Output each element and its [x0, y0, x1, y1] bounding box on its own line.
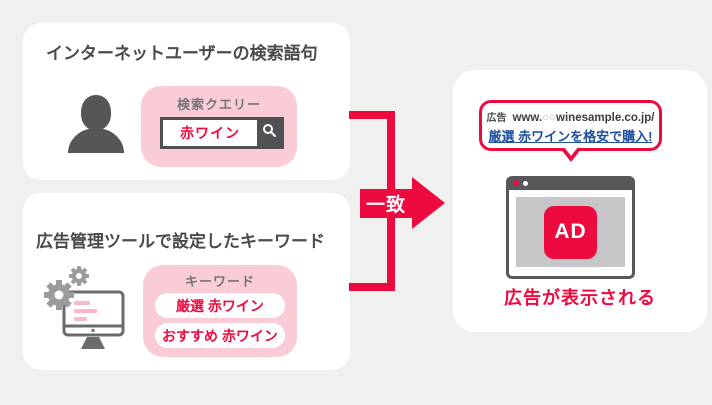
- monitor-icon: [31, 261, 131, 361]
- keyword-card: 広告管理ツールで設定したキーワード: [23, 193, 350, 370]
- gear-icon: [69, 266, 89, 286]
- gear-icon: [44, 280, 74, 310]
- result-caption: 広告が表示される: [504, 288, 656, 308]
- connector-line-bottom: [349, 283, 395, 291]
- result-card: 広告 www.○○winesample.co.jp/ 厳選 赤ワインを格安で購入…: [453, 70, 707, 332]
- browser-dot-white-icon: [523, 180, 528, 186]
- query-panel: 検索クエリー 赤ワイン: [141, 86, 297, 167]
- person-icon: [68, 95, 124, 153]
- arrow-head-icon: [412, 177, 445, 229]
- ad-tag-label: 広告: [486, 113, 507, 124]
- url-placeholder-circles: ○○: [542, 112, 557, 124]
- query-panel-label: 検索クエリー: [176, 97, 261, 112]
- ad-url-line: 広告 www.○○winesample.co.jp/: [482, 109, 659, 124]
- search-icon: [262, 123, 277, 143]
- keyword-pill: おすすめ 赤ワイン: [155, 323, 285, 348]
- connector-line-top: [349, 111, 395, 119]
- browser-window: AD: [506, 176, 635, 279]
- search-input[interactable]: 赤ワイン: [160, 117, 284, 149]
- screen-line: [74, 309, 97, 313]
- keyword-card-title: 広告管理ツールで設定したキーワード: [36, 232, 325, 251]
- match-arrow-label: 一致: [365, 195, 406, 216]
- search-button[interactable]: [257, 120, 281, 146]
- ad-headline-link[interactable]: 厳選 赤ワインを格安で購入!: [488, 129, 653, 144]
- keyword-pill: 厳選 赤ワイン: [155, 293, 285, 318]
- browser-body: AD: [506, 190, 635, 279]
- keyword-panel: キーワード 厳選 赤ワイン おすすめ 赤ワイン: [143, 265, 297, 357]
- ad-badge: AD: [544, 205, 597, 259]
- search-card-title: インターネットユーザーの検索語句: [46, 44, 318, 63]
- browser-content: AD: [516, 197, 625, 267]
- ad-preview-bubble: 広告 www.○○winesample.co.jp/ 厳選 赤ワインを格安で購入…: [479, 100, 662, 162]
- browser-dot-red-icon: [513, 180, 519, 186]
- ad-url: www.○○winesample.co.jp/: [512, 112, 655, 124]
- match-arrow: 一致: [360, 189, 412, 218]
- browser-titlebar: [506, 176, 635, 190]
- search-query-card: インターネットユーザーの検索語句 検索クエリー 赤ワイン: [23, 23, 350, 180]
- search-input-value: 赤ワイン: [180, 125, 240, 141]
- keyword-panel-label: キーワード: [184, 274, 255, 289]
- screen-line: [74, 317, 87, 321]
- screen-line: [74, 301, 90, 305]
